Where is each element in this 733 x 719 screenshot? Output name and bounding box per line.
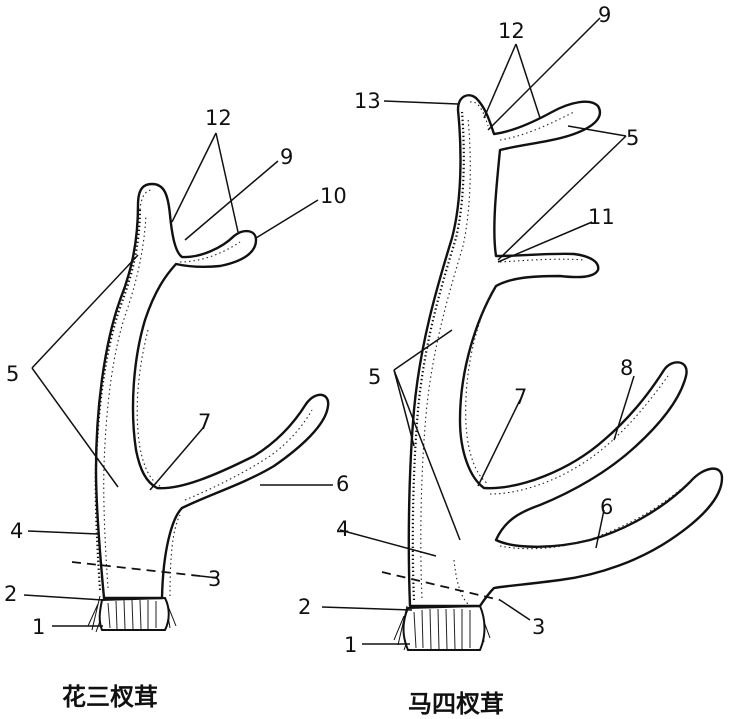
label-left-1: 1 (32, 615, 45, 639)
caption-right: 马四杈茸 (408, 690, 504, 718)
label-right-7: 7 (514, 385, 527, 409)
right-saw-line (381, 571, 501, 601)
label-right-11: 11 (588, 205, 615, 229)
label-left-10: 10 (320, 184, 347, 208)
left-antler-outline (94, 182, 330, 600)
label-left-6: 6 (336, 472, 349, 496)
label-left-4: 4 (10, 519, 23, 543)
label-left-9: 9 (280, 145, 293, 169)
label-left-5: 5 (6, 362, 19, 386)
label-right-1: 1 (344, 633, 357, 657)
label-right-4: 4 (336, 517, 349, 541)
left-antler: 1 2 3 4 5 6 7 9 10 12 花三杈茸 (4, 106, 349, 711)
label-right-12: 12 (498, 19, 525, 43)
label-right-13: 13 (354, 89, 381, 113)
label-right-2: 2 (298, 595, 311, 619)
left-burr-texture (107, 599, 157, 630)
label-right-9: 9 (598, 3, 611, 27)
right-leader-lines (321, 17, 635, 645)
label-left-3: 3 (208, 567, 221, 591)
label-left-12: 12 (205, 106, 232, 130)
label-left-2: 2 (4, 582, 17, 606)
label-right-5b: 5 (626, 126, 639, 150)
label-right-5: 5 (368, 365, 381, 389)
label-right-8: 8 (620, 356, 633, 380)
right-burr-texture (413, 608, 471, 650)
label-left-7: 7 (198, 410, 211, 434)
left-saw-line (71, 561, 201, 577)
label-right-6: 6 (600, 495, 613, 519)
caption-left: 花三杈茸 (62, 683, 158, 711)
left-leader-lines (23, 132, 333, 627)
right-burr (402, 604, 486, 651)
right-antler-outline (407, 94, 724, 608)
label-right-3: 3 (532, 615, 545, 639)
right-antler: 1 2 3 4 5 5 6 7 8 9 11 12 13 马四杈茸 (298, 3, 724, 718)
